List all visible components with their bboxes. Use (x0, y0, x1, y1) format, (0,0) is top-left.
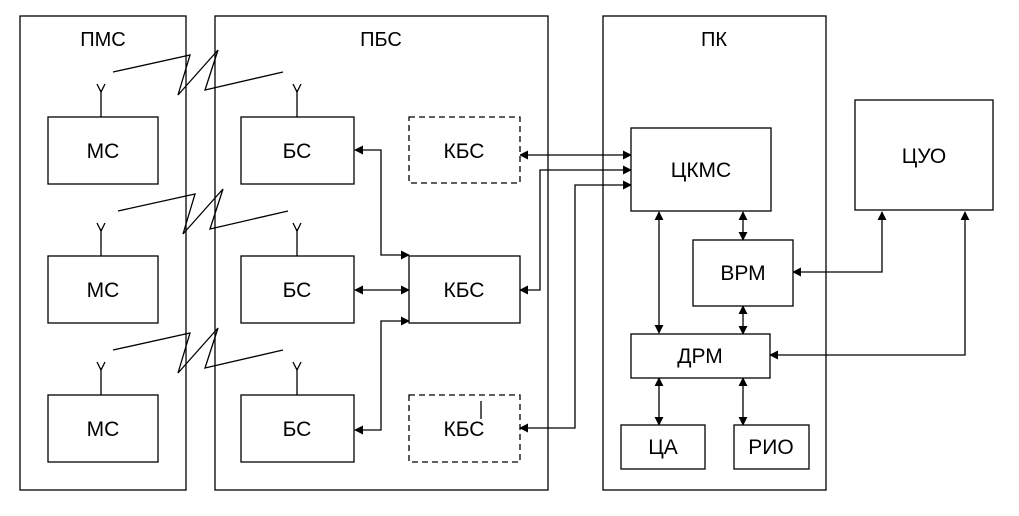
radio-link-bottom (112, 327, 284, 374)
kbs-block-label: КБС (444, 140, 485, 163)
radio-link-top (112, 49, 284, 96)
vrm-block (692, 239, 794, 307)
rio-block (733, 424, 810, 470)
bs-block-label: БС (283, 279, 312, 302)
link-vrm-tsuo (792, 211, 887, 277)
kbs-block-label: КБС (444, 279, 485, 302)
ms-block-label: МС (87, 418, 120, 441)
kbs-block-label: КБС (444, 418, 485, 441)
drm-block (630, 333, 771, 379)
pms-group-label: ПМС (80, 29, 125, 51)
ms-block-label: МС (87, 279, 120, 302)
kbs-block-optional (408, 116, 521, 184)
antenna-icon (292, 83, 302, 117)
pk-group-label: ПК (701, 29, 727, 51)
vrm-block-label: ВРМ (720, 262, 765, 285)
pms-group-frame (19, 15, 187, 491)
bs-block-label: БС (283, 140, 312, 163)
antenna-icon (96, 83, 106, 117)
link-drm-tsuo (769, 211, 970, 360)
drm-block-label: ДРМ (677, 345, 723, 368)
pbs-group-label: ПБС (360, 29, 402, 51)
ms-block (47, 255, 159, 324)
antenna-icon (96, 361, 106, 395)
ms-block-label: МС (87, 140, 120, 163)
tsa-block (620, 424, 706, 470)
link-bs3-kbs (354, 316, 410, 435)
bs-block (240, 255, 355, 324)
tsa-block-label: ЦА (648, 436, 678, 459)
ms-block (47, 116, 159, 185)
tskms-block-label: ЦКМС (671, 159, 731, 182)
ms-block (47, 394, 159, 463)
link-kbs-bot-tskms (519, 180, 632, 433)
tskms-block (630, 127, 772, 212)
link-bs1-kbs (354, 145, 410, 260)
connector-lines (354, 145, 970, 435)
kbs-block-optional (408, 394, 521, 463)
bs-block (240, 116, 355, 185)
radio-link-middle (117, 188, 289, 235)
antenna-icon (96, 222, 106, 256)
tsuo-block (854, 99, 994, 211)
tsuo-block-label: ЦУО (902, 145, 947, 168)
kbs-block (408, 255, 521, 324)
bs-block (240, 394, 355, 463)
antenna-icon (292, 222, 302, 256)
bs-block-label: БС (283, 418, 312, 441)
antenna-icon (292, 361, 302, 395)
rio-block-label: РИО (748, 436, 793, 459)
